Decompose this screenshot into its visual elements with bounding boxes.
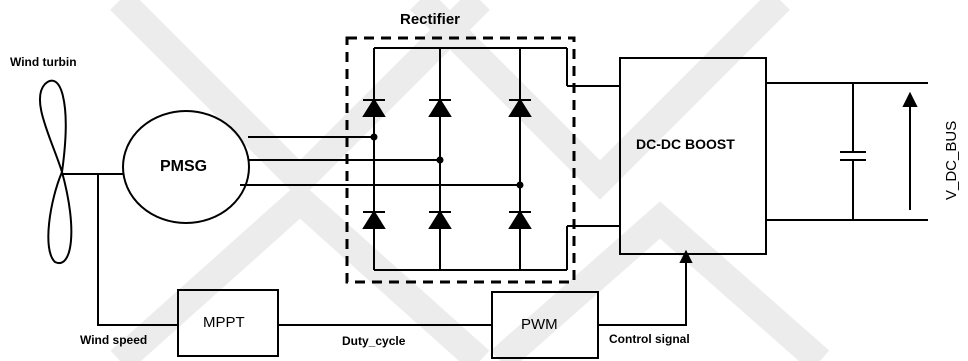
- mppt-label: MPPT: [203, 314, 245, 331]
- wind-turbine-blade-lower: [47, 168, 73, 264]
- rectifier-label: Rectifier: [400, 11, 461, 28]
- output-voltage-label: V_DC_BUS: [943, 120, 960, 200]
- voltage-arrowhead: [902, 91, 918, 107]
- pmsg-circle: [122, 110, 250, 224]
- wind-speed-line: [97, 174, 178, 326]
- control-signal-line: [598, 258, 687, 326]
- diode-upper-3: [508, 98, 532, 117]
- rectifier-box: [345, 36, 576, 284]
- boost-box: [619, 57, 767, 255]
- control-signal-label: Control signal: [609, 332, 690, 346]
- wind-turbine-blade-upper: [38, 79, 67, 173]
- background-watermark: [110, 0, 830, 361]
- diode-lower-1: [362, 210, 386, 229]
- wind-turbine-label: Wind turbin: [10, 55, 77, 69]
- mppt-box: [177, 289, 279, 357]
- wind-speed-label: Wind speed: [80, 333, 148, 347]
- diode-lower-2: [428, 210, 452, 229]
- boost-label: DC-DC BOOST: [636, 136, 735, 152]
- pmsg-label: PMSG: [160, 158, 208, 175]
- control-signal-arrowhead: [679, 249, 693, 263]
- duty-cycle-label: Duty_cycle: [342, 334, 406, 348]
- pwm-label: PWM: [521, 316, 558, 333]
- diode-upper-2: [428, 98, 452, 117]
- diode-lower-3: [508, 210, 532, 229]
- diode-upper-1: [362, 98, 386, 117]
